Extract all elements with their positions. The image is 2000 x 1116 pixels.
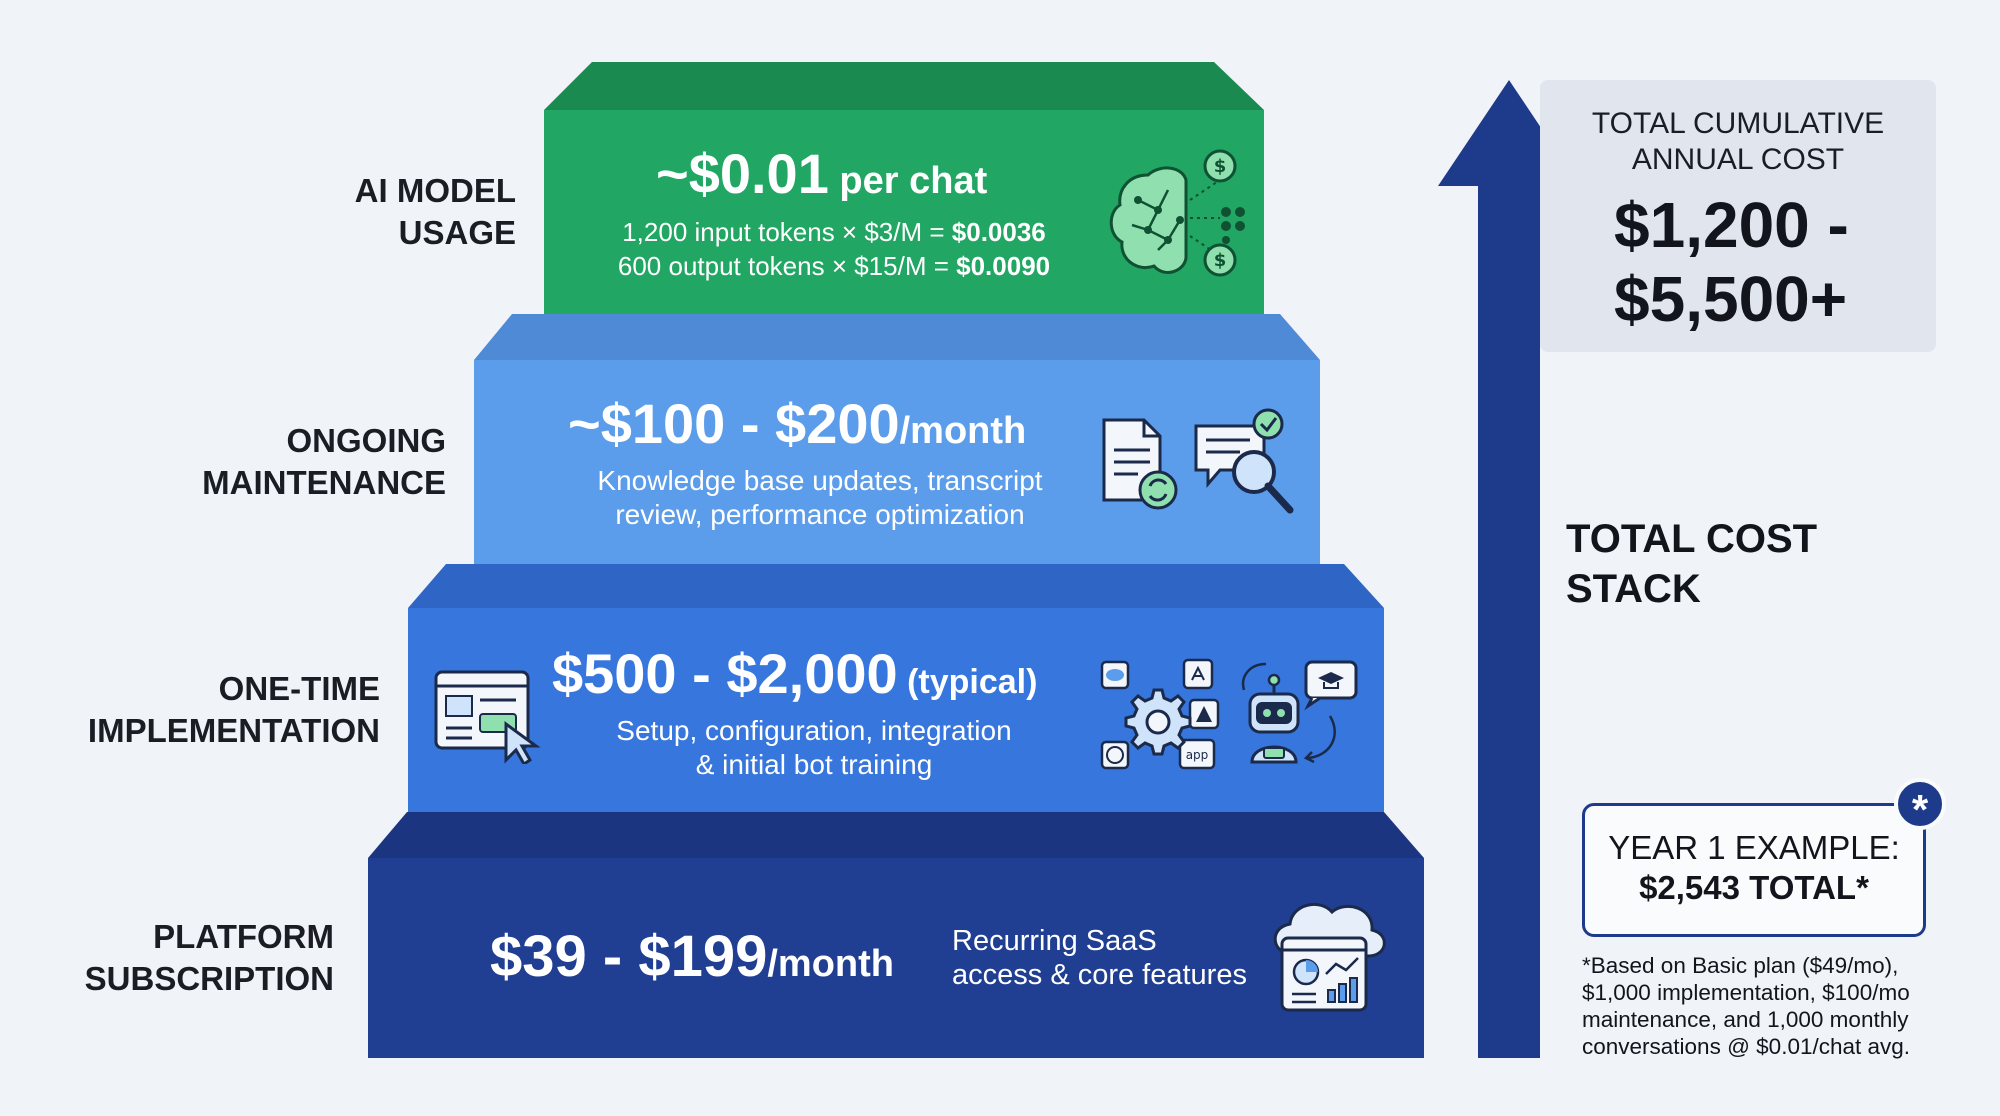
total-value-line: $1,200 - <box>1614 189 1849 261</box>
ai-usage-detail-1: 1,200 input tokens × $3/M = $0.0036 <box>596 216 1072 248</box>
label-line: AI MODEL <box>354 172 516 209</box>
tier-platform-face <box>368 858 1424 1058</box>
implementation-price: $500 - $2,000 (typical) <box>552 642 1037 714</box>
total-value-line: $5,500+ <box>1614 263 1848 335</box>
price-main: ~$0.01 <box>656 142 829 205</box>
footnote-line: maintenance, and 1,000 monthly <box>1582 1007 1909 1032</box>
total-cost-arrow <box>1438 80 1580 1058</box>
step-label-ongoing-maintenance: ONGOING MAINTENANCE <box>202 420 446 504</box>
detail-text: 600 output tokens × $15/M = <box>617 251 957 281</box>
robot-training-icon <box>1241 660 1358 764</box>
price-unit: per chat <box>828 160 988 202</box>
detail-value: $0.0036 <box>951 217 1046 247</box>
label-line: SUBSCRIPTION <box>84 960 334 997</box>
price-unit: /month <box>899 410 1027 452</box>
svg-text:$: $ <box>1214 250 1227 271</box>
label-line: PLATFORM <box>153 918 334 955</box>
total-title-line: ANNUAL COST <box>1631 143 1845 176</box>
step-label-one-time-implementation: ONE-TIME IMPLEMENTATION <box>88 668 380 752</box>
asterisk-badge: * <box>1894 778 1946 833</box>
subscription-detail-1: Recurring SaaS <box>952 925 1157 957</box>
price-main: $39 - $199 <box>490 924 768 989</box>
example-line-2: $2,543 TOTAL* <box>1639 869 1869 906</box>
detail-text: 1,200 input tokens × $3/M = <box>622 217 952 247</box>
ai-usage-price: ~$0.01 per chat <box>656 142 987 213</box>
tier-ai-usage-top <box>544 62 1264 110</box>
step-label-ai-model-usage: AI MODEL USAGE <box>355 170 516 254</box>
integration-gear-icon: app <box>1100 658 1220 770</box>
app-tag: app <box>1186 748 1209 762</box>
footnote-line: *Based on Basic plan ($49/mo), <box>1582 953 1899 978</box>
tier-platform-top <box>368 812 1424 858</box>
arrow-label-line: STACK <box>1566 567 1701 611</box>
implementation-detail-1: Setup, configuration, integration <box>616 715 1012 746</box>
implementation-detail-2: & initial bot training <box>695 749 933 780</box>
price-main: $500 - $2,000 <box>552 642 898 705</box>
maintenance-price: ~$100 - $200/month <box>568 392 1026 463</box>
label-line: ONGOING <box>286 422 446 459</box>
browser-cursor-icon <box>434 670 541 764</box>
document-refresh-icon <box>1102 418 1178 510</box>
step-label-platform-subscription: PLATFORM SUBSCRIPTION <box>85 916 334 1000</box>
total-title-line: TOTAL CUMULATIVE <box>1591 107 1885 140</box>
total-annual-cost-box: TOTAL CUMULATIVE ANNUAL COST $1,200 - $5… <box>1540 80 1936 352</box>
year-1-example-box: YEAR 1 EXAMPLE: $2,543 TOTAL* <box>1582 803 1926 937</box>
ai-usage-detail-2: 600 output tokens × $15/M = $0.0090 <box>596 250 1072 282</box>
price-unit: /month <box>767 943 894 985</box>
arrow-label-line: TOTAL COST <box>1566 517 1818 561</box>
detail-value: $0.0090 <box>956 251 1051 281</box>
tier-implementation-top <box>408 564 1384 608</box>
label-line: ONE-TIME <box>218 670 380 707</box>
label-line: USAGE <box>398 214 516 251</box>
subscription-price: $39 - $199/month <box>490 924 894 997</box>
price-main: ~$100 - $200 <box>568 392 900 455</box>
svg-text:$: $ <box>1214 156 1227 177</box>
footnote-line: conversations @ $0.01/chat avg. <box>1582 1034 1911 1059</box>
cloud-dashboard-icon <box>1273 902 1386 1012</box>
arrow-label: TOTAL COST STACK <box>1566 514 1817 614</box>
tier-maintenance-face <box>474 360 1320 564</box>
tier-maintenance-top <box>474 314 1320 360</box>
maintenance-detail-2: review, performance optimization <box>615 499 1025 530</box>
label-line: IMPLEMENTATION <box>87 712 380 749</box>
review-magnifier-check-icon <box>1194 408 1294 514</box>
label-line: MAINTENANCE <box>202 464 446 501</box>
subscription-detail-2: access & core features <box>952 959 1247 991</box>
tier-implementation-face <box>408 608 1384 812</box>
footnote: *Based on Basic plan ($49/mo), $1,000 im… <box>1582 952 1910 1060</box>
brain-network-icon: $$ <box>1109 149 1245 277</box>
price-unit: (typical) <box>897 663 1038 701</box>
example-line-1: YEAR 1 EXAMPLE: <box>1608 829 1900 866</box>
footnote-line: $1,000 implementation, $100/mo <box>1582 980 1910 1005</box>
maintenance-detail-1: Knowledge base updates, transcript <box>597 465 1043 496</box>
asterisk-icon: * <box>1911 786 1929 833</box>
